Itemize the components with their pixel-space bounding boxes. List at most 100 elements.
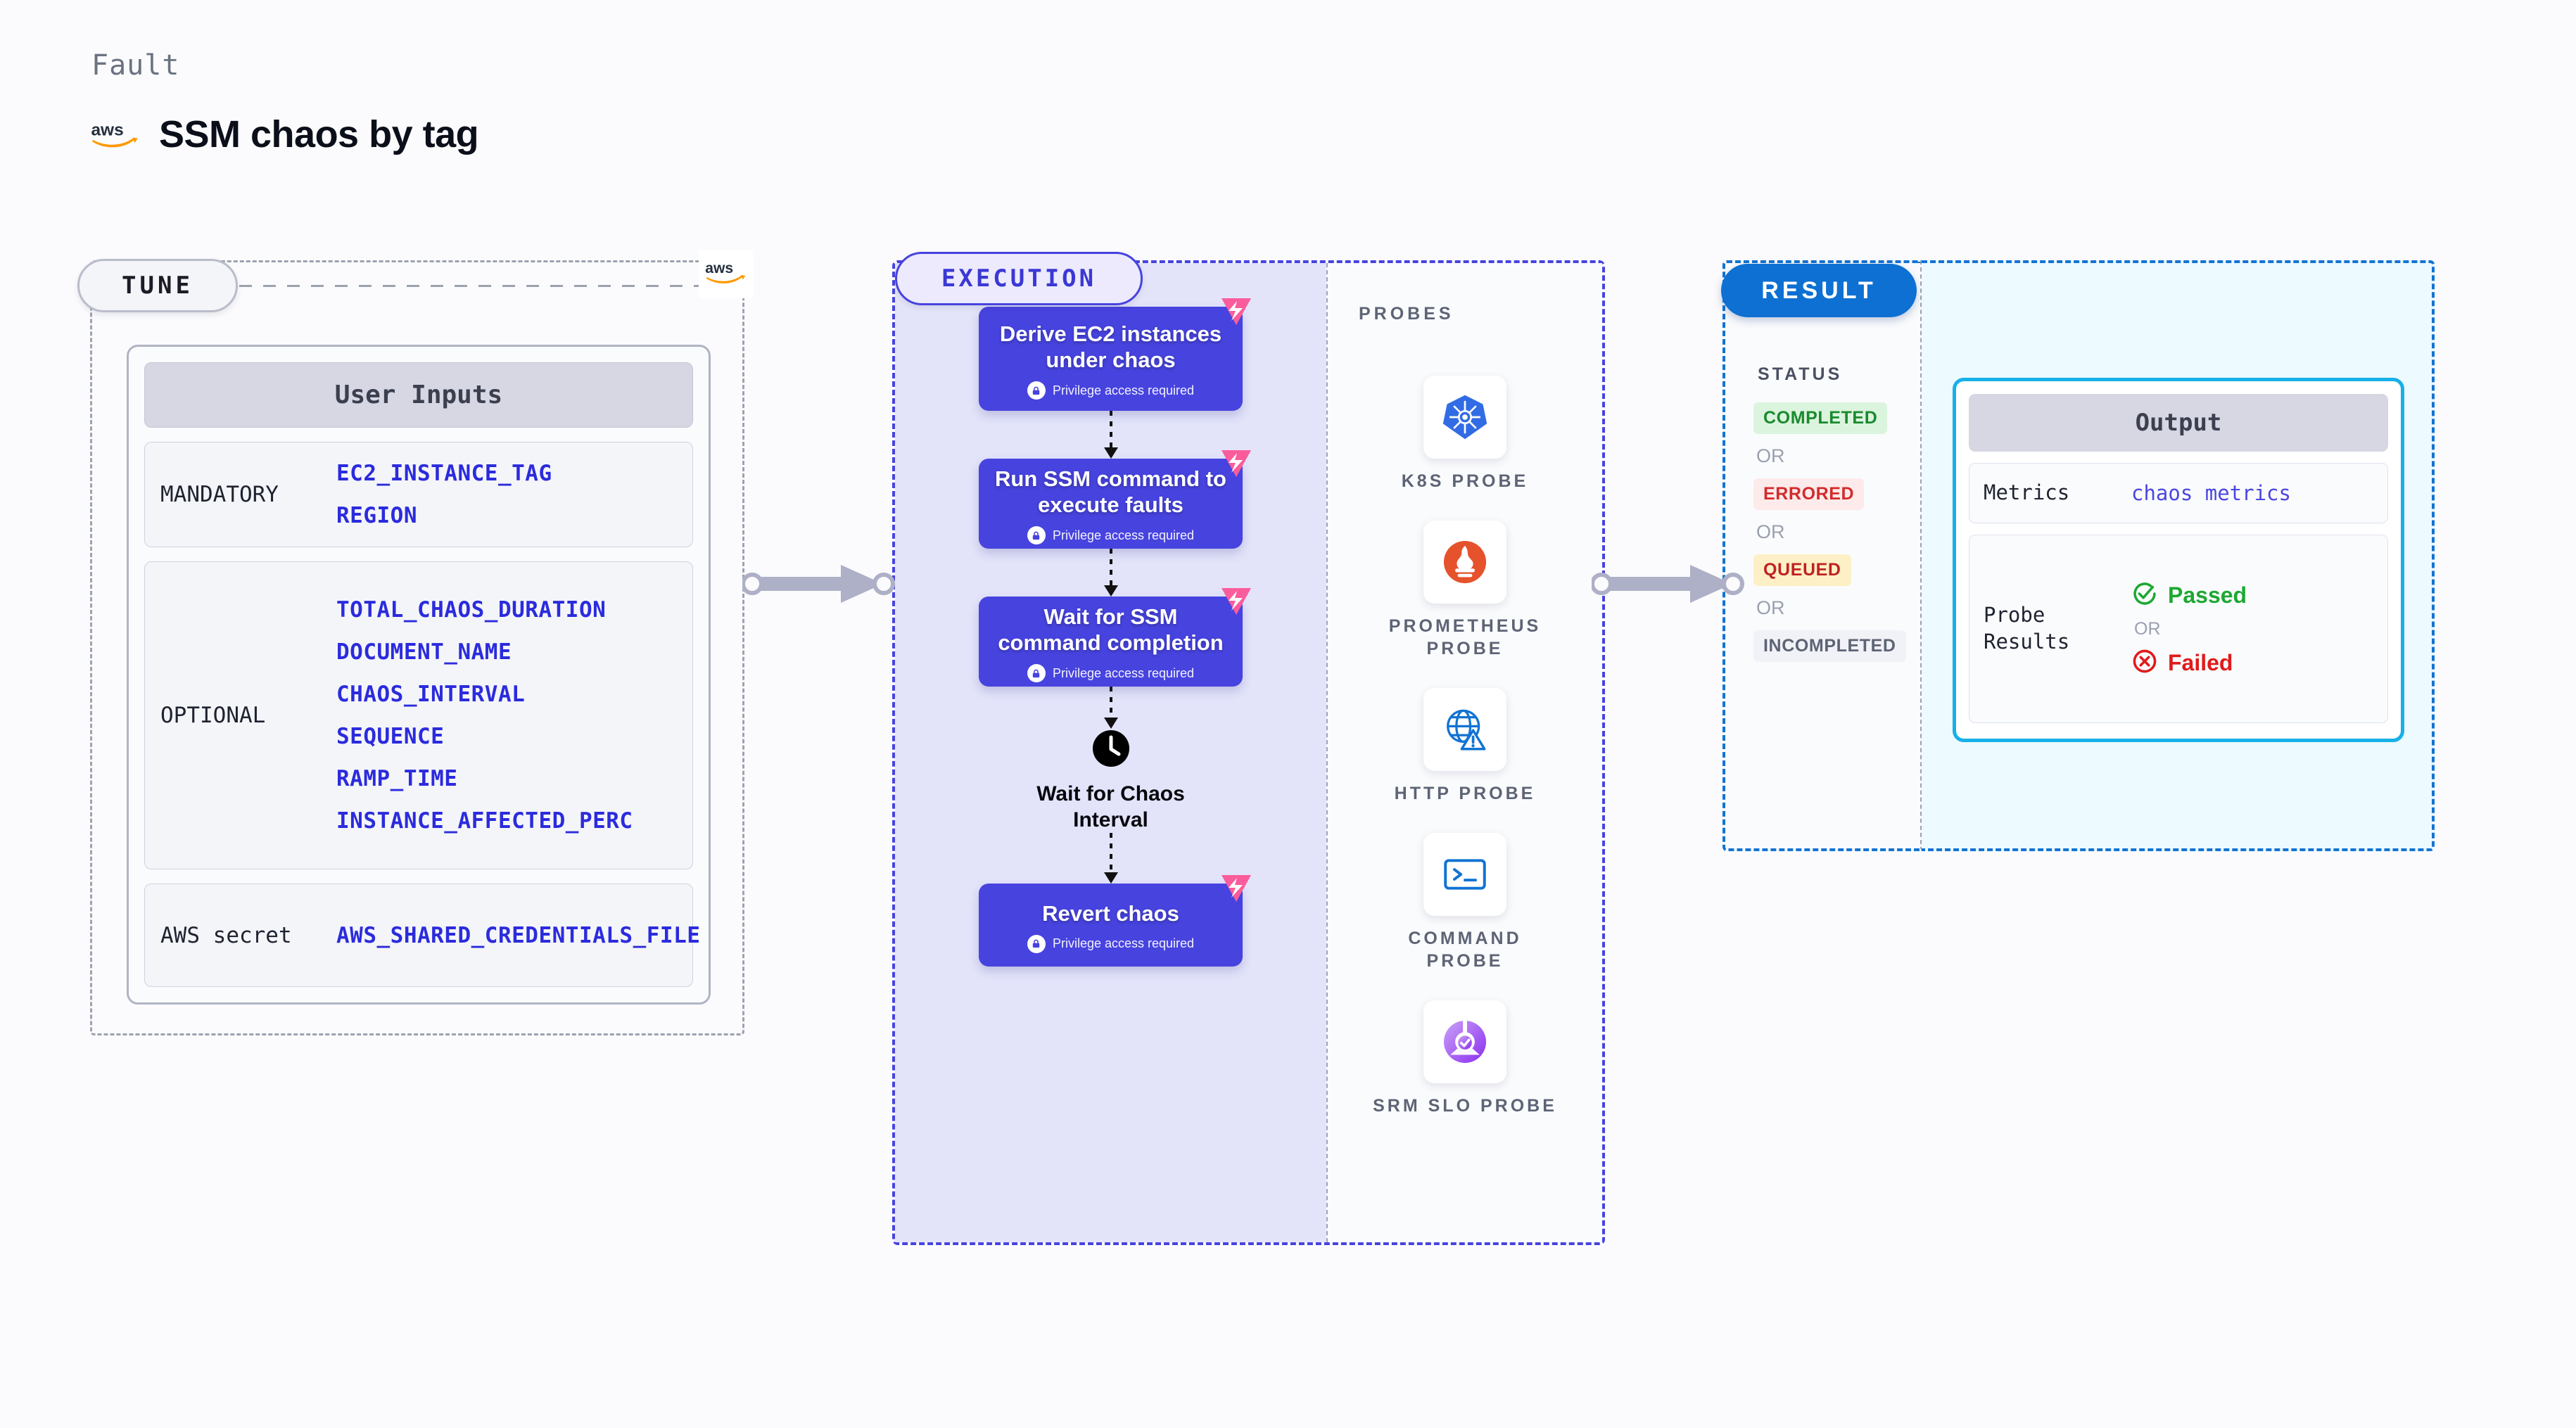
result-badge[interactable]: RESULT	[1721, 264, 1917, 317]
arrow-tune-to-execution	[741, 559, 897, 612]
probes-column: PROBES	[1326, 263, 1602, 1242]
status-title: STATUS	[1758, 364, 1843, 384]
execution-flow: Derive EC2 instances under chaos Privile…	[895, 298, 1326, 967]
param-aws-shared-credentials-file[interactable]: AWS_SHARED_CREDENTIALS_FILE	[336, 922, 701, 948]
output-probe-results-row: Probe Results Passed OR	[1969, 535, 2388, 723]
probe-result-passed: Passed	[2131, 580, 2247, 611]
probe-result-failed: Failed	[2131, 648, 2247, 678]
flow-step-revert-chaos[interactable]: Revert chaos Privilege access required	[979, 875, 1251, 967]
privilege-note: Privilege access required	[1027, 934, 1195, 953]
metrics-value-link[interactable]: chaos metrics	[2131, 481, 2291, 505]
flow-connector-3	[1103, 687, 1118, 729]
output-title: Output	[2135, 409, 2222, 437]
tune-connector-line	[239, 285, 704, 287]
probes-title: PROBES	[1359, 304, 1454, 324]
probe-label: SRM SLO PROBE	[1373, 1096, 1557, 1116]
chaos-fault-icon	[1214, 584, 1254, 618]
or-separator: OR	[2134, 618, 2161, 639]
chaos-fault-icon	[1214, 871, 1254, 905]
output-card: Output Metrics chaos metrics Probe Resul…	[1953, 378, 2404, 742]
result-badge-label: RESULT	[1761, 276, 1877, 304]
or-separator: OR	[1756, 521, 1785, 542]
mandatory-label: MANDATORY	[160, 481, 279, 507]
check-circle-icon	[2131, 580, 2158, 611]
page-title-text: SSM chaos by tag	[159, 113, 479, 155]
flow-step-title: Wait for Chaos Interval	[1036, 782, 1185, 831]
status-badge-completed: COMPLETED	[1753, 402, 1888, 434]
probe-label: K8S PROBE	[1401, 471, 1529, 491]
probe-item-k8s[interactable]: K8S PROBE	[1366, 376, 1563, 492]
mandatory-values: EC2_INSTANCE_TAG REGION	[336, 461, 552, 528]
user-inputs-header: User Inputs	[144, 362, 693, 428]
probes-list: K8S PROBE PROMETHEUS PROBE	[1328, 376, 1602, 1117]
flow-step-derive-ec2-instances[interactable]: Derive EC2 instances under chaos Privile…	[979, 298, 1251, 411]
optional-label: OPTIONAL	[160, 703, 266, 729]
probe-label: PROMETHEUS PROBE	[1388, 616, 1542, 658]
privilege-note-text: Privilege access required	[1052, 383, 1195, 397]
param-ec2-instance-tag[interactable]: EC2_INSTANCE_TAG	[336, 460, 552, 486]
optional-params-group: OPTIONAL TOTAL_CHAOS_DURATION DOCUMENT_N…	[144, 561, 693, 870]
privilege-note-text: Privilege access required	[1052, 936, 1195, 951]
aws-secret-group: AWS secret AWS_SHARED_CREDENTIALS_FILE	[144, 884, 700, 987]
probe-results-values: Passed OR Failed	[2131, 580, 2247, 678]
probe-label: HTTP PROBE	[1394, 784, 1536, 803]
param-instance-affected-perc[interactable]: INSTANCE_AFFECTED_PERC	[336, 808, 633, 834]
lock-icon	[1027, 934, 1046, 953]
param-region[interactable]: REGION	[336, 502, 417, 528]
param-document-name[interactable]: DOCUMENT_NAME	[336, 639, 512, 665]
http-globe-warning-icon	[1423, 688, 1506, 771]
kubernetes-icon	[1423, 376, 1506, 459]
flow-connector-1	[1103, 411, 1118, 459]
probe-results-key: Probe Results	[1984, 603, 2070, 654]
probe-item-command[interactable]: COMMAND PROBE	[1366, 833, 1563, 972]
execution-badge-label: EXECUTION	[941, 264, 1097, 293]
flow-step-title: Derive EC2 instances under chaos	[999, 321, 1222, 372]
execution-probes-panel: Derive EC2 instances under chaos Privile…	[892, 260, 1605, 1245]
aws-logo-icon: aws	[90, 117, 141, 152]
flow-connector-2	[1103, 549, 1118, 597]
execution-column: Derive EC2 instances under chaos Privile…	[895, 263, 1326, 1242]
svg-text:aws: aws	[91, 120, 123, 139]
param-chaos-interval[interactable]: CHAOS_INTERVAL	[336, 682, 526, 708]
arrow-execution-to-result	[1590, 559, 1746, 612]
lock-icon	[1027, 526, 1046, 545]
param-ramp-time[interactable]: RAMP_TIME	[336, 766, 458, 792]
chaos-fault-icon	[1214, 446, 1254, 480]
user-inputs-card: User Inputs MANDATORY EC2_INSTANCE_TAG R…	[127, 345, 711, 1005]
flow-step-title: Run SSM command to execute faults	[995, 466, 1226, 517]
user-inputs-title: User Inputs	[334, 380, 503, 409]
tune-aws-logo-icon: aws	[699, 250, 754, 298]
passed-label: Passed	[2168, 582, 2247, 608]
flow-step-title: Revert chaos	[1042, 900, 1179, 926]
chaos-fault-icon	[1214, 294, 1254, 328]
param-total-chaos-duration[interactable]: TOTAL_CHAOS_DURATION	[336, 597, 607, 623]
prometheus-icon	[1423, 521, 1506, 604]
srm-slo-donut-icon	[1423, 1000, 1506, 1083]
flow-connector-4	[1103, 833, 1118, 884]
fault-kicker: Fault	[91, 49, 180, 82]
probe-label: COMMAND PROBE	[1408, 929, 1522, 971]
aws-secret-values: AWS_SHARED_CREDENTIALS_FILE	[336, 923, 700, 948]
flow-step-wait-ssm-completion[interactable]: Wait for SSM command completion Privileg…	[979, 588, 1251, 687]
execution-badge[interactable]: EXECUTION	[895, 252, 1143, 305]
probe-item-http[interactable]: HTTP PROBE	[1366, 688, 1563, 805]
flow-step-wait-chaos-interval[interactable]: Wait for Chaos Interval	[998, 729, 1224, 833]
mandatory-params-group: MANDATORY EC2_INSTANCE_TAG REGION	[144, 441, 693, 547]
page-title: aws SSM chaos by tag	[90, 113, 478, 156]
privilege-note: Privilege access required	[1027, 381, 1194, 400]
status-badge-queued: QUEUED	[1753, 554, 1851, 586]
privilege-note: Privilege access required	[1027, 526, 1195, 545]
probe-item-srm-slo[interactable]: SRM SLO PROBE	[1366, 1000, 1563, 1117]
output-metrics-row: Metrics chaos metrics	[1969, 463, 2388, 523]
terminal-icon	[1423, 833, 1506, 916]
privilege-note-text: Privilege access required	[1052, 665, 1195, 680]
probe-item-prometheus[interactable]: PROMETHEUS PROBE	[1366, 521, 1563, 660]
tune-badge[interactable]: TUNE	[77, 259, 238, 312]
flow-step-run-ssm-command[interactable]: Run SSM command to execute faults Privil…	[979, 450, 1251, 549]
param-sequence[interactable]: SEQUENCE	[336, 724, 445, 750]
x-circle-icon	[2131, 648, 2158, 678]
status-list: COMPLETED OR ERRORED OR QUEUED OR INCOMP…	[1753, 402, 1922, 662]
or-separator: OR	[1756, 597, 1785, 618]
privilege-note-text: Privilege access required	[1052, 528, 1195, 542]
